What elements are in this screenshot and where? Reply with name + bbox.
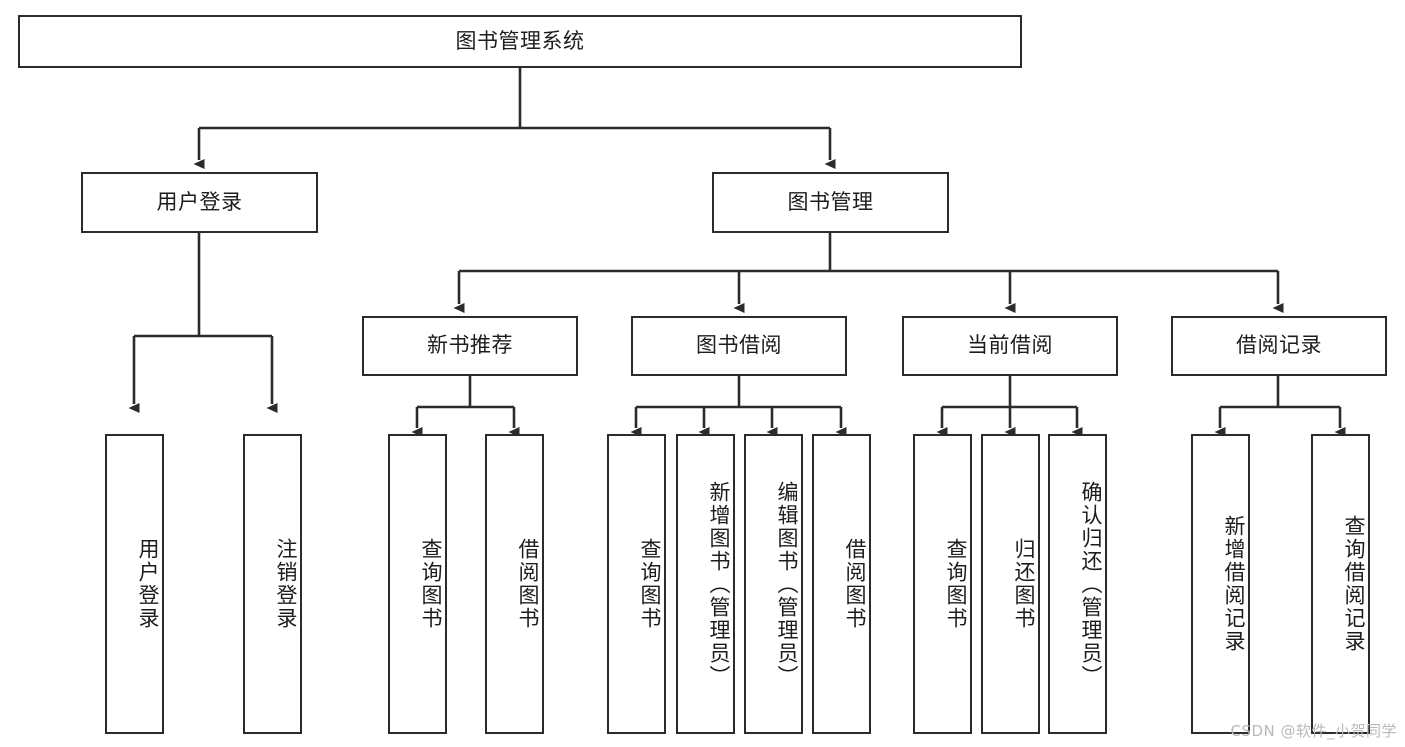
node-label: 借阅图书 bbox=[516, 538, 540, 630]
node-current-borrowing[interactable]: 当前借阅 bbox=[902, 316, 1118, 376]
node-label: 借阅记录 bbox=[1236, 333, 1322, 358]
node-label: 用户登录 bbox=[156, 189, 243, 214]
csdn-watermark: CSDN @软件_小贺同学 bbox=[1230, 722, 1397, 740]
leaf-add-borrow-record[interactable]: 新增借阅记录 bbox=[1191, 434, 1250, 734]
node-label: 图书管理 bbox=[787, 189, 874, 214]
leaf-return-books[interactable]: 归还图书 bbox=[981, 434, 1040, 734]
leaf-logout[interactable]: 注销登录 bbox=[243, 434, 302, 734]
leaf-query-books-current[interactable]: 查询图书 bbox=[913, 434, 972, 734]
node-label: 查询图书 bbox=[944, 538, 968, 630]
node-label: 注销登录 bbox=[274, 538, 298, 630]
node-label: 用户登录 bbox=[136, 538, 160, 630]
leaf-borrow-books[interactable]: 借阅图书 bbox=[812, 434, 871, 734]
leaf-query-books-borrowing[interactable]: 查询图书 bbox=[607, 434, 666, 734]
node-label: 当前借阅 bbox=[967, 333, 1053, 358]
node-label: 确认归还（管理员） bbox=[1079, 480, 1103, 688]
node-book-borrowing[interactable]: 图书借阅 bbox=[631, 316, 847, 376]
leaf-query-books-recommend[interactable]: 查询图书 bbox=[388, 434, 447, 734]
node-label: 借阅图书 bbox=[843, 538, 867, 630]
leaf-confirm-return-admin[interactable]: 确认归还（管理员） bbox=[1048, 434, 1107, 734]
node-root-system[interactable]: 图书管理系统 bbox=[18, 15, 1022, 68]
leaf-edit-book-admin[interactable]: 编辑图书（管理员） bbox=[744, 434, 803, 734]
node-label: 新增图书（管理员） bbox=[707, 480, 731, 688]
node-new-book-recommendation[interactable]: 新书推荐 bbox=[362, 316, 578, 376]
node-label: 图书借阅 bbox=[696, 333, 782, 358]
node-label: 新增借阅记录 bbox=[1222, 515, 1246, 653]
node-label: 查询图书 bbox=[419, 538, 443, 630]
node-borrowing-records[interactable]: 借阅记录 bbox=[1171, 316, 1387, 376]
node-book-management[interactable]: 图书管理 bbox=[712, 172, 949, 233]
leaf-borrow-books-recommend[interactable]: 借阅图书 bbox=[485, 434, 544, 734]
leaf-user-login[interactable]: 用户登录 bbox=[105, 434, 164, 734]
node-label: 查询图书 bbox=[638, 538, 662, 630]
node-label: 图书管理系统 bbox=[455, 28, 585, 53]
node-label: 归还图书 bbox=[1012, 538, 1036, 630]
node-label: 新书推荐 bbox=[427, 333, 513, 358]
node-label: 查询借阅记录 bbox=[1342, 515, 1366, 653]
node-label: 编辑图书（管理员） bbox=[775, 480, 799, 688]
node-user-login[interactable]: 用户登录 bbox=[81, 172, 318, 233]
leaf-add-book-admin[interactable]: 新增图书（管理员） bbox=[676, 434, 735, 734]
leaf-query-borrow-record[interactable]: 查询借阅记录 bbox=[1311, 434, 1370, 734]
